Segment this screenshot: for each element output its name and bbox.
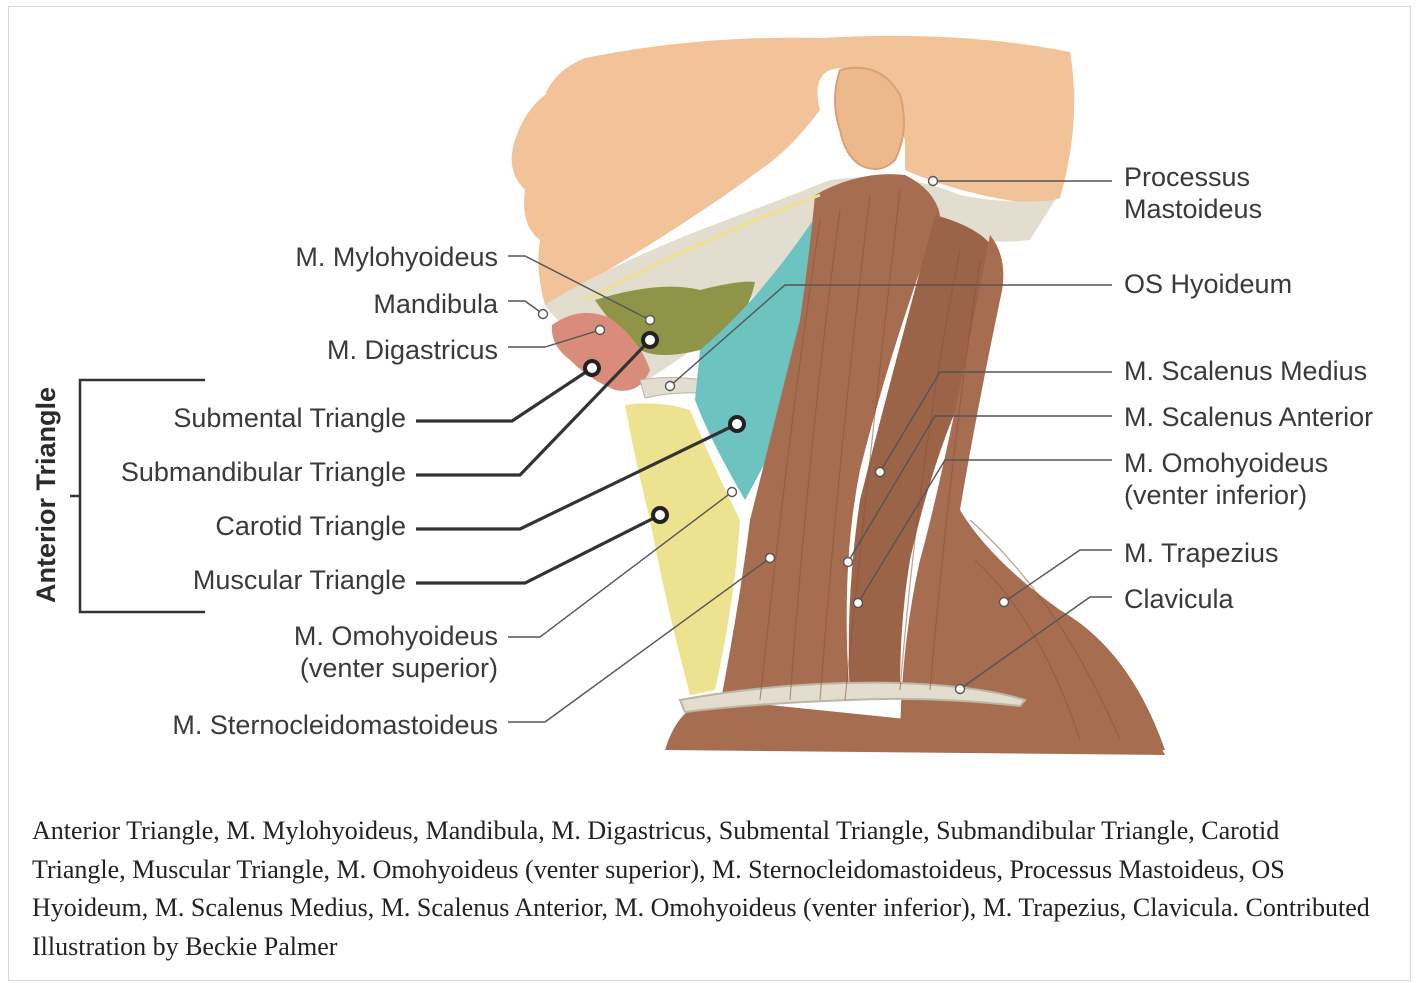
label-omohyoideus-inferior-2: (venter inferior) xyxy=(1124,480,1307,510)
label-scalenus-anterior: M. Scalenus Anterior xyxy=(1124,402,1373,432)
right-labels: Processus Mastoideus OS Hyoideum M. Scal… xyxy=(1124,162,1373,614)
label-omohyoideus-superior-2: (venter superior) xyxy=(300,653,498,683)
label-omohyoideus-inferior-1: M. Omohyoideus xyxy=(1124,448,1328,478)
neck-anatomy-illustration: Anterior Triangle M. Mylohyoideus Mandib… xyxy=(0,0,1419,800)
label-mylohyoideus: M. Mylohyoideus xyxy=(295,242,498,272)
figure-caption: Anterior Triangle, M. Mylohyoideus, Mand… xyxy=(32,812,1372,966)
label-processus-2: Mastoideus xyxy=(1124,194,1262,224)
left-labels: M. Mylohyoideus Mandibula M. Digastricus… xyxy=(121,242,499,740)
label-sternocleidomastoideus: M. Sternocleidomastoideus xyxy=(172,710,498,740)
label-os-hyoideum: OS Hyoideum xyxy=(1124,269,1292,299)
label-clavicula: Clavicula xyxy=(1124,584,1235,614)
anatomy-drawing xyxy=(512,36,1165,755)
label-submandibular-triangle: Submandibular Triangle xyxy=(121,457,406,487)
label-carotid-triangle: Carotid Triangle xyxy=(215,511,406,541)
label-trapezius: M. Trapezius xyxy=(1124,538,1279,568)
label-mandibula: Mandibula xyxy=(373,289,499,319)
label-submental-triangle: Submental Triangle xyxy=(173,403,406,433)
label-digastricus: M. Digastricus xyxy=(327,335,498,365)
label-omohyoideus-superior-1: M. Omohyoideus xyxy=(294,621,498,651)
label-scalenus-medius: M. Scalenus Medius xyxy=(1124,356,1367,386)
label-muscular-triangle: Muscular Triangle xyxy=(193,565,406,595)
anterior-triangle-title: Anterior Triangle xyxy=(31,387,61,603)
label-processus-1: Processus xyxy=(1124,162,1250,192)
